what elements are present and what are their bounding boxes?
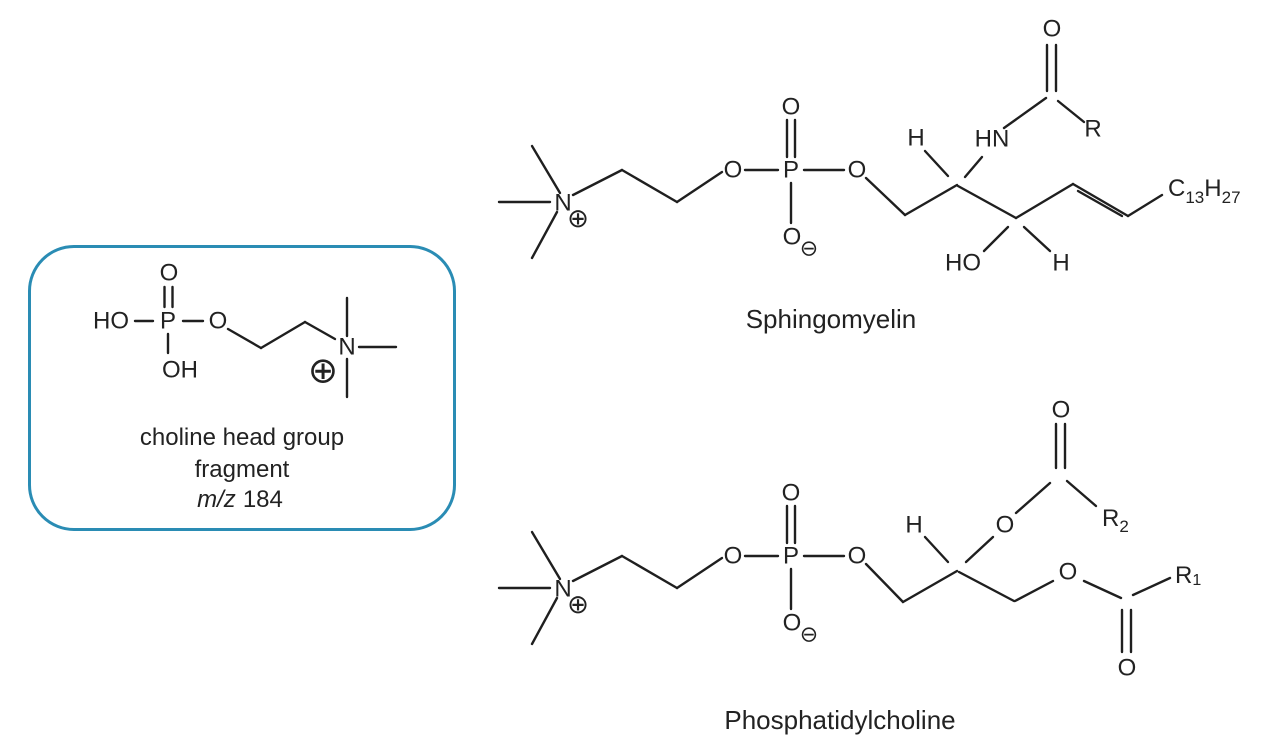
atom-label-o-bridge: O	[209, 308, 228, 335]
positive-charge-icon: ⊕	[308, 351, 338, 392]
atom-label-o-bridge-right: O	[848, 157, 867, 184]
atom-label-h-c2: H	[907, 125, 924, 152]
atom-label-h-c3: H	[1052, 250, 1069, 277]
atom-label-n: N	[338, 334, 355, 361]
atom-label-o-ester-sn1: O	[1059, 559, 1078, 586]
fragment-caption-line1: choline head group	[140, 424, 344, 451]
atom-label-o-amide: O	[1043, 16, 1062, 43]
fragment-bonds	[133, 285, 398, 399]
atom-label-n: N	[554, 190, 571, 217]
negative-charge-icon: ⊖	[800, 237, 818, 262]
phosphatidylcholine-label: Phosphatidylcholine	[724, 705, 955, 735]
sphingomyelin-bonds	[497, 43, 1164, 260]
atom-label-r2: R2	[1102, 505, 1129, 536]
phosphatidylcholine-structure: N ⊕ O P O O ⊖ O H O O R2 O O R1 Phosphat…	[497, 397, 1201, 735]
atom-label-ho: HO	[945, 250, 981, 277]
fragment-highlight-box	[28, 245, 456, 531]
atom-label-o-ester-sn2: O	[996, 512, 1015, 539]
atom-label-o-minus: O	[783, 610, 802, 637]
fragment-caption-line2: fragment	[195, 456, 290, 483]
atom-label-o-minus: O	[783, 224, 802, 251]
atom-label-o-carbonyl-sn2: O	[1052, 397, 1071, 424]
negative-charge-icon: ⊖	[800, 623, 818, 648]
atom-label-ho: HO	[93, 308, 129, 335]
atom-label-r: R	[1084, 116, 1101, 143]
atom-label-r1: R1	[1175, 562, 1201, 589]
atom-label-oh: OH	[162, 357, 198, 384]
atom-label-p: P	[783, 157, 799, 184]
atom-label-o-double: O	[782, 94, 801, 121]
atom-label-o-double: O	[160, 260, 179, 287]
atom-label-h-c2: H	[905, 512, 922, 539]
positive-charge-icon: ⊕	[567, 204, 589, 234]
atom-label-c13h27: C13H27	[1168, 175, 1241, 207]
atom-label-o-bridge-right: O	[848, 543, 867, 570]
positive-charge-icon: ⊕	[567, 590, 589, 620]
atom-label-p: P	[160, 308, 176, 335]
phosphatidylcholine-bonds	[497, 422, 1172, 654]
fragment-structure: O HO P O OH N ⊕ choline head group fragm…	[93, 260, 398, 513]
atom-label-o-bridge-left: O	[724, 157, 743, 184]
atom-label-o-double: O	[782, 480, 801, 507]
sphingomyelin-structure: N ⊕ O P O O ⊖ O H HN O R HO H C13H27 Sph…	[497, 16, 1241, 334]
atom-label-o-bridge-left: O	[724, 543, 743, 570]
atom-label-n: N	[554, 576, 571, 603]
atom-label-o-carbonyl-sn1: O	[1118, 655, 1137, 682]
atom-label-hn: HN	[975, 126, 1010, 153]
atom-label-p: P	[783, 543, 799, 570]
sphingomyelin-label: Sphingomyelin	[746, 304, 917, 334]
